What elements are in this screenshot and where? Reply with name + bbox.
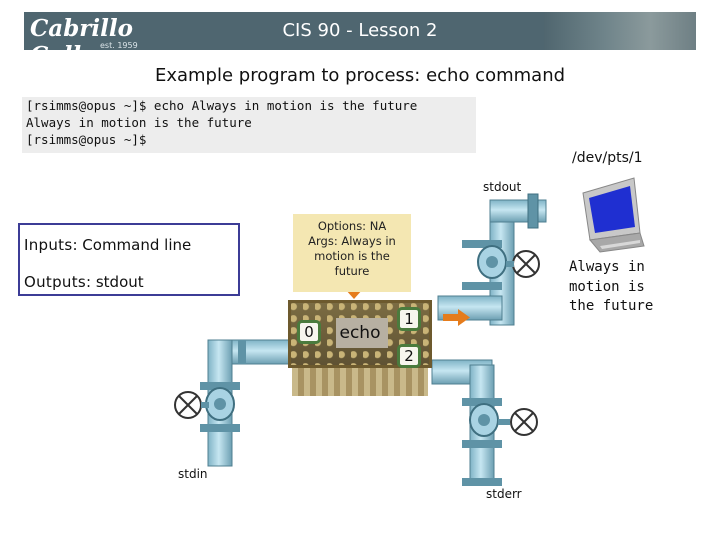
note-line: Args: Always in: [308, 234, 396, 248]
outputs-value: stdout: [95, 273, 144, 291]
colon: :: [72, 236, 83, 254]
terminal-display-output: Always in motion is the future: [569, 258, 653, 317]
stdout-valve-handle: [506, 250, 540, 278]
inputs-line: Inputs: Command line: [24, 236, 191, 254]
stdout-label: stdout: [483, 180, 522, 194]
options-args-note: Options: NA Args: Always in motion is th…: [293, 214, 411, 292]
echo-box-front: [292, 368, 428, 396]
stdout-right-arrow: [443, 309, 470, 326]
monitor-icon: [582, 177, 645, 253]
terminal-line: Always in motion is the future: [26, 115, 252, 130]
device-path-label: /dev/pts/1: [572, 150, 643, 166]
colon: :: [86, 273, 96, 291]
inputs-key: Inputs: [24, 236, 73, 254]
terminal-output: [rsimms@opus ~]$ echo Always in motion i…: [22, 97, 476, 153]
stderr-pipe: [431, 359, 502, 486]
fd-0-badge: 0: [297, 320, 321, 344]
output-line: Always in: [569, 259, 645, 275]
output-line: the future: [569, 298, 654, 314]
stderr-valve-handle: [498, 408, 538, 436]
slide-title: Example program to process: echo command: [154, 65, 566, 86]
slide-header: Cabrillo College est. 1959 CIS 90 - Less…: [24, 12, 696, 50]
header-campus-photo: [544, 12, 696, 50]
echo-program-label: echo: [339, 323, 381, 343]
logo-est: est. 1959: [100, 41, 138, 50]
stdout-pipe: [437, 193, 547, 326]
output-line: motion is: [569, 278, 645, 295]
stderr-label: stderr: [486, 487, 522, 501]
header-title: CIS 90 - Lesson 2: [282, 20, 438, 41]
terminal-line: [rsimms@opus ~]$: [26, 132, 147, 147]
inputs-value: Command line: [82, 236, 192, 254]
note-line: future: [334, 264, 370, 278]
fd-2-badge: 2: [397, 344, 421, 368]
college-logo: Cabrillo College est. 1959: [30, 15, 180, 50]
outputs-key: Outputs: [24, 273, 87, 291]
stdin-pipe: [200, 339, 297, 467]
fd-1-badge: 1: [397, 307, 421, 331]
outputs-line: Outputs: stdout: [24, 273, 144, 291]
note-line: motion is the: [314, 249, 390, 263]
echo-label-panel: [336, 318, 388, 348]
stdin-valve-handle: [174, 391, 209, 419]
note-line: Options: NA: [317, 219, 387, 233]
logo-text: Cabrillo College: [30, 15, 133, 50]
io-summary-box: Inputs: Command line Outputs: stdout: [18, 223, 240, 296]
terminal-line: [rsimms@opus ~]$ echo Always in motion i…: [26, 98, 418, 113]
stdin-label: stdin: [178, 467, 208, 481]
